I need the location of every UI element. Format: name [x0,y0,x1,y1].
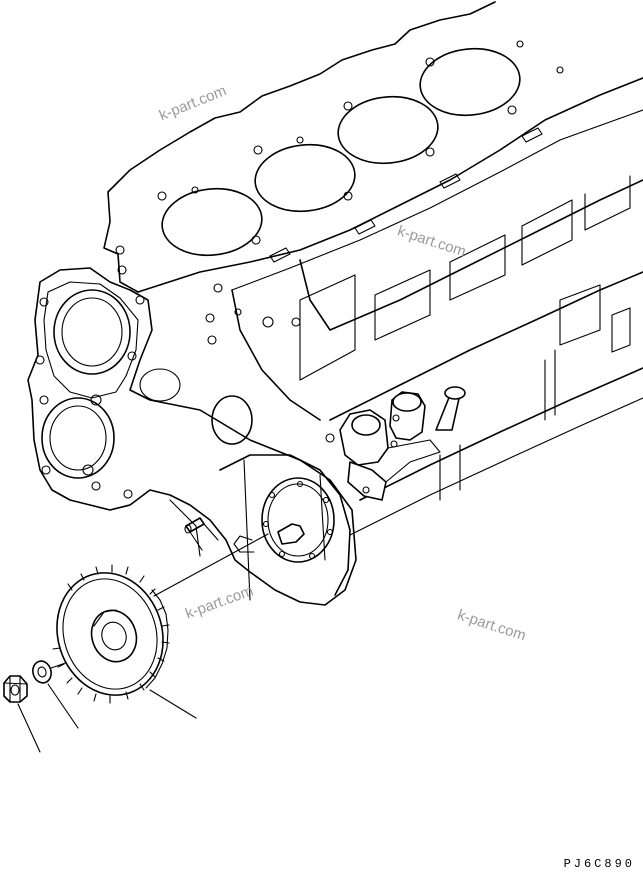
front-gear-case [27,245,357,606]
gear-case-bore-lower [41,397,115,479]
side-accessory-assembly [325,386,466,501]
cylinder-bore-4 [419,47,521,117]
crankshaft-flange [261,477,335,563]
cylinder-bore-3 [337,95,439,165]
gear-case-bore-small [211,395,253,445]
gear-case-bore-upper [53,289,131,375]
dowel-pin [169,499,219,557]
leader-lines [17,683,197,753]
cylinder-bore-1 [161,187,263,257]
leader-nut [17,703,41,753]
cylinder-block [103,1,643,536]
nut [3,675,28,703]
leader-gear [149,689,197,719]
crankshaft-gear [52,564,170,704]
figure-code: PJ6C890 [563,857,635,871]
leader-washer [47,683,79,729]
cylinder-bore-2 [254,143,356,213]
washer [32,660,52,684]
